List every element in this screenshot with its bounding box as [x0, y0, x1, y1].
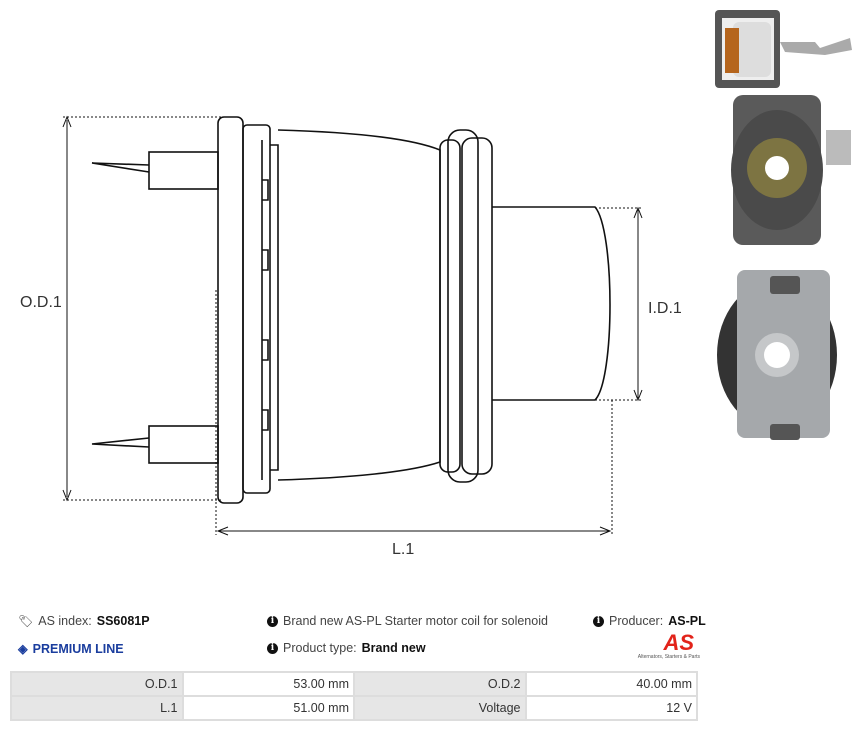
- producer-logo: AS Alternators, Starters & Parts: [637, 630, 700, 661]
- info-icon: i: [593, 615, 604, 627]
- terminal-top: [91, 151, 219, 190]
- l1-dimension: [215, 290, 613, 536]
- l1-label: L.1: [392, 541, 415, 558]
- table-row: O.D.1 53.00 mm O.D.2 40.00 mm: [10, 671, 698, 697]
- product-photo-side: [715, 10, 852, 88]
- product-type: i Product type: Brand new: [267, 641, 426, 655]
- as-index: 🏷 AS index: SS6081P: [18, 614, 150, 628]
- table-row: L.1 51.00 mm Voltage 12 V: [10, 695, 698, 721]
- id1-label: I.D.1: [648, 300, 682, 317]
- terminal-bottom: [91, 425, 219, 464]
- producer: i Producer: AS-PL: [593, 614, 706, 628]
- technical-drawing: [62, 10, 852, 536]
- product-photo-back: [717, 270, 837, 440]
- od1-label: O.D.1: [20, 294, 62, 311]
- front-flange: [217, 116, 244, 504]
- product-photo-front: [731, 95, 851, 245]
- info-icon: i: [267, 615, 278, 627]
- tags-icon: 🏷: [18, 614, 34, 628]
- od1-dimension: [62, 115, 222, 502]
- diamond-icon: ◈: [18, 642, 28, 656]
- premium-line[interactable]: ◈ PREMIUM LINE: [18, 641, 124, 657]
- info-icon: i: [267, 642, 278, 654]
- description: i Brand new AS-PL Starter motor coil for…: [267, 614, 548, 628]
- specs-table: O.D.1 53.00 mm O.D.2 40.00 mm L.1 51.00 …: [10, 671, 698, 721]
- id1-dimension: [595, 206, 643, 402]
- coil-body: [277, 129, 441, 481]
